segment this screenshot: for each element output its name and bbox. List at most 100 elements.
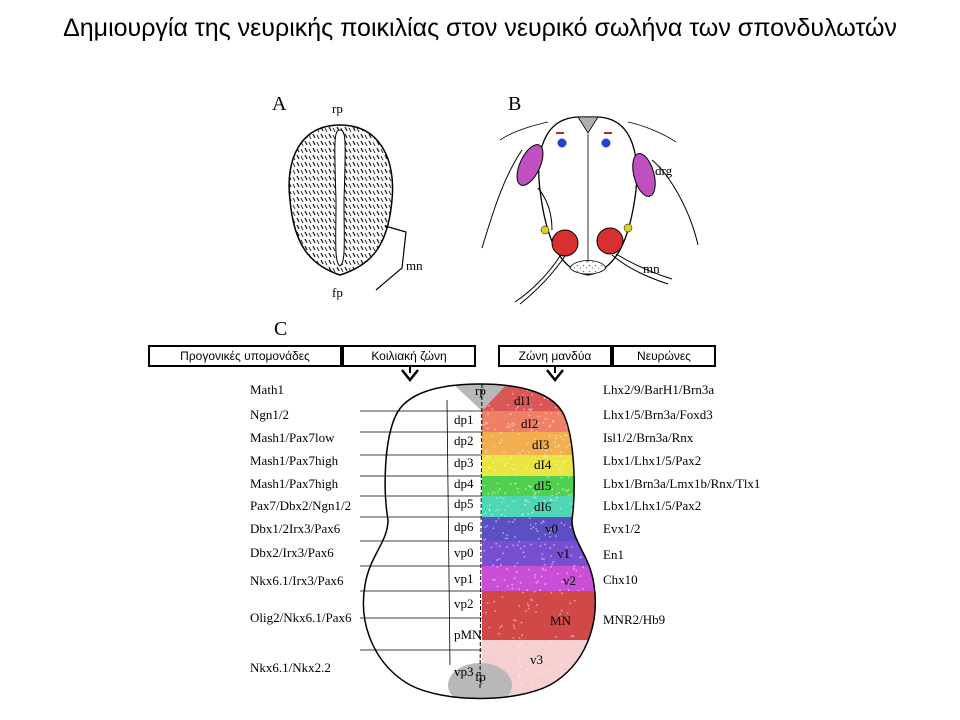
progenitor-gene-label: Ngn1/2 <box>250 407 450 423</box>
band-texture-dot <box>502 532 504 534</box>
band-texture-dot <box>576 487 578 489</box>
band-texture-dot <box>562 439 564 441</box>
progenitor-gene-label: Mash1/Pax7high <box>250 453 450 469</box>
band-texture-dot <box>484 538 486 540</box>
band-texture-dot <box>492 463 494 465</box>
band-texture-dot <box>561 477 563 479</box>
band-texture-dot <box>571 390 573 392</box>
band-texture-dot <box>511 467 513 469</box>
band-texture-dot <box>575 401 577 403</box>
band-texture-dot <box>545 569 547 571</box>
band-texture-dot <box>549 536 551 538</box>
band-texture-dot <box>487 602 489 604</box>
band-texture-dot <box>486 646 488 648</box>
band-texture-dot <box>505 474 507 476</box>
band-texture-dot <box>538 538 540 540</box>
band-texture-dot <box>519 453 521 455</box>
band-texture-dot <box>525 488 527 490</box>
band-texture-dot <box>568 589 570 591</box>
band-texture-dot <box>560 522 562 524</box>
band-texture-dot <box>551 383 553 385</box>
band-texture-dot <box>544 564 546 566</box>
band-texture-dot <box>575 443 577 445</box>
band-texture-dot <box>500 432 502 434</box>
band-texture-dot <box>512 588 514 590</box>
band-texture-dot <box>541 522 543 524</box>
band-texture-dot <box>540 545 542 547</box>
band-texture-dot <box>550 412 552 414</box>
band-texture-dot <box>529 517 531 519</box>
domain-label-vp0: vp0 <box>454 545 474 560</box>
band-texture-dot <box>556 464 558 466</box>
band-texture-dot <box>528 608 530 610</box>
band-texture-dot <box>560 436 562 438</box>
band-texture-dot <box>509 424 511 426</box>
band-texture-dot <box>489 508 491 510</box>
band-texture-dot <box>497 491 499 493</box>
band-texture-dot <box>504 492 506 494</box>
band-texture-dot <box>550 425 552 427</box>
band-texture-dot <box>552 390 554 392</box>
band-texture-dot <box>517 491 519 493</box>
band-texture-dot <box>485 451 487 453</box>
band-texture-dot <box>536 530 538 532</box>
band-texture-dot <box>518 605 520 607</box>
neuron-domain-label-di1: dI1 <box>514 393 531 408</box>
band-texture-dot <box>513 682 515 684</box>
neuron-gene-label: Lbx1/Lhx1/5/Pax2 <box>603 453 863 469</box>
band-texture-dot <box>555 636 557 638</box>
band-texture-dot <box>495 492 497 494</box>
band-texture-dot <box>535 611 537 613</box>
band-texture-dot <box>494 610 496 612</box>
band-texture-dot <box>493 446 495 448</box>
band-texture-dot <box>508 426 510 428</box>
band-texture-dot <box>520 666 522 668</box>
band-texture-dot <box>487 455 489 457</box>
band-texture-dot <box>581 673 583 675</box>
band-texture-dot <box>521 643 523 645</box>
band-texture-dot <box>537 580 539 582</box>
band-texture-dot <box>575 519 577 521</box>
band-texture-dot <box>554 441 556 443</box>
band-texture-dot <box>553 544 555 546</box>
band-texture-dot <box>501 502 503 504</box>
band-texture-dot <box>531 408 533 410</box>
band-texture-dot <box>542 521 544 523</box>
band-texture-dot <box>492 493 494 495</box>
band-texture-dot <box>517 562 519 564</box>
neuron-domain-label-di3: dI3 <box>532 437 549 452</box>
band-texture-dot <box>579 557 581 559</box>
band-texture-dot <box>550 566 552 568</box>
band-texture-dot <box>571 494 573 496</box>
band-texture-dot <box>555 407 557 409</box>
band-texture-dot <box>512 637 514 639</box>
band-texture-dot <box>517 488 519 490</box>
band-texture-dot <box>534 574 536 576</box>
band-texture-dot <box>520 582 522 584</box>
band-texture-dot <box>513 619 515 621</box>
band-texture-dot <box>569 411 571 413</box>
band-texture-dot <box>528 452 530 454</box>
band-texture-dot <box>531 394 533 396</box>
band-texture-dot <box>569 384 571 386</box>
band-texture-dot <box>557 483 559 485</box>
band-texture-dot <box>495 543 497 545</box>
band-texture-dot <box>535 528 537 530</box>
band-texture-dot <box>570 695 572 697</box>
band-texture-dot <box>498 558 500 560</box>
band-texture-dot <box>526 669 528 671</box>
band-texture-dot <box>512 545 514 547</box>
band-texture-dot <box>559 472 561 474</box>
band-texture-dot <box>546 418 548 420</box>
band-texture-dot <box>582 588 584 590</box>
domain-label-vp1: vp1 <box>454 571 474 586</box>
band-texture-dot <box>577 685 579 687</box>
neuron-domain-label-di4: dI4 <box>534 457 552 472</box>
band-texture-dot <box>550 555 552 557</box>
band-texture-dot <box>552 488 554 490</box>
band-texture-dot <box>544 583 546 585</box>
band-texture-dot <box>561 610 563 612</box>
band-texture-dot <box>498 459 500 461</box>
band-texture-dot <box>557 573 559 575</box>
band-texture-dot <box>551 449 553 451</box>
